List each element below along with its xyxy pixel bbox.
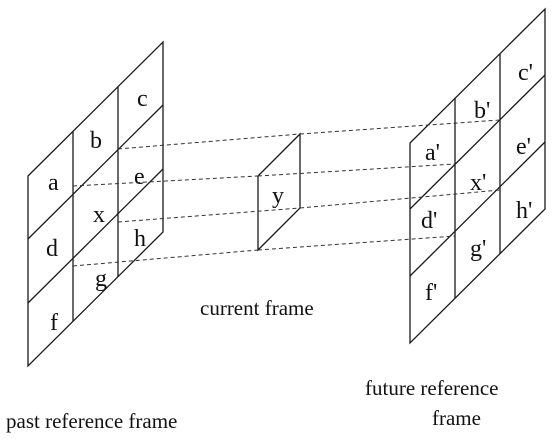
past-cell-d: d xyxy=(46,236,58,262)
past-reference-frame: a b c d x e f g h xyxy=(27,40,164,368)
future-cell-f: f' xyxy=(425,280,437,306)
past-cell-x: x xyxy=(93,202,105,228)
past-frame-divider xyxy=(27,104,164,240)
past-cell-h: h xyxy=(134,226,146,252)
future-frame-caption-line2: frame xyxy=(432,406,481,430)
future-frame-divider xyxy=(409,141,546,277)
future-frame-caption-line1: future reference xyxy=(365,376,498,400)
future-cell-x: x' xyxy=(470,170,486,196)
motion-vector-line xyxy=(257,163,456,177)
future-cell-a: a' xyxy=(425,140,440,166)
current-frame: y xyxy=(257,132,301,252)
future-frame-divider xyxy=(409,74,546,210)
past-frame-divider xyxy=(27,168,164,304)
future-frame-border xyxy=(409,7,546,345)
motion-vector-line xyxy=(257,235,456,251)
past-cell-e: e xyxy=(134,164,145,190)
future-cell-h: h' xyxy=(516,198,532,224)
motion-vector-line xyxy=(117,207,301,223)
future-cell-b: b' xyxy=(474,98,490,124)
past-cell-g: g xyxy=(95,266,107,292)
past-cell-f: f xyxy=(50,310,58,336)
motion-vector-line xyxy=(299,189,501,209)
future-cell-c: c' xyxy=(518,60,533,86)
current-frame-caption: current frame xyxy=(200,296,314,320)
past-cell-a: a xyxy=(48,170,59,196)
motion-vector-line xyxy=(72,249,259,267)
motion-vector-line xyxy=(72,175,259,187)
motion-vector-line xyxy=(117,133,301,150)
future-cell-d: d' xyxy=(421,208,437,234)
motion-vectors xyxy=(72,119,501,267)
motion-vector-line xyxy=(299,119,501,135)
future-cell-g: g' xyxy=(470,236,486,262)
current-cell-y: y xyxy=(272,183,284,209)
past-cell-c: c xyxy=(137,86,148,112)
past-cell-b: b xyxy=(90,128,102,154)
future-reference-frame: a' b' c' d' x' e' f' g' h' xyxy=(409,7,546,345)
past-frame-caption: past reference frame xyxy=(6,409,177,433)
future-cell-e: e' xyxy=(516,134,531,160)
